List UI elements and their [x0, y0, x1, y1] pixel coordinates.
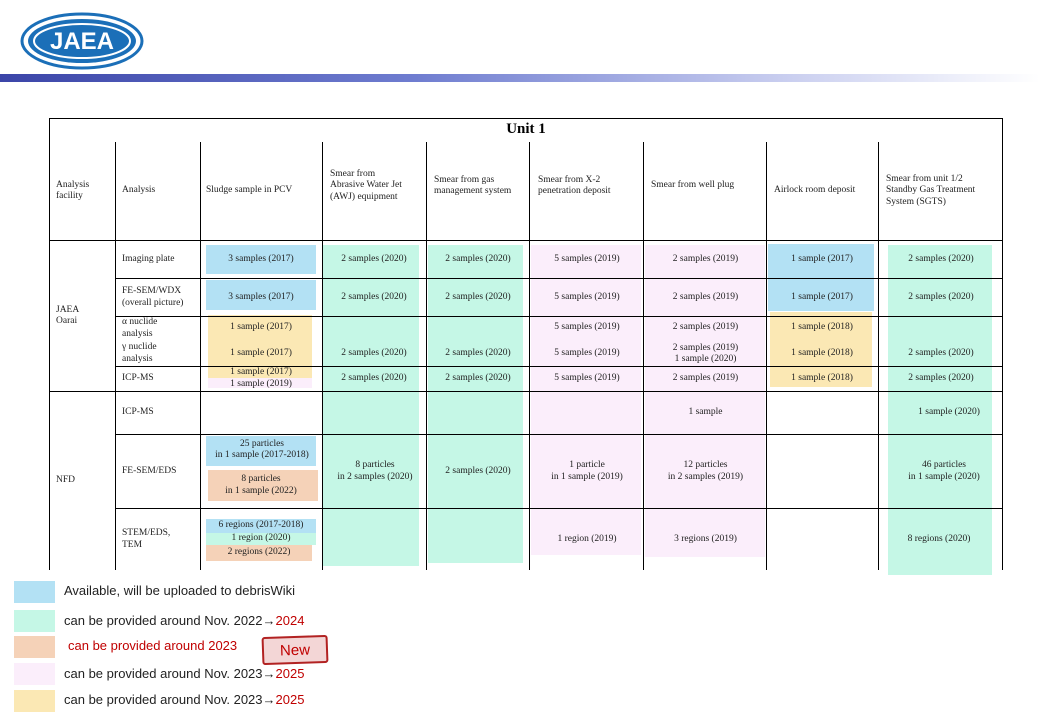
legend-year-5: 2025	[275, 692, 305, 707]
legend-text-2: can be provided around Nov. 2022→	[64, 613, 276, 628]
cell-wdx-sludge: 3 samples (2017)	[228, 291, 294, 302]
legend-swatch-yellow	[14, 690, 55, 712]
legend-item-4: can be provided around Nov. 2023→2025	[64, 666, 304, 681]
analysis-stem: STEM/EDS, TEM	[122, 528, 171, 550]
cell-gamma-gas: 2 samples (2020)	[445, 348, 511, 359]
header-sgts: Smear from unit 1/2 Standby Gas Treatmen…	[886, 174, 976, 207]
cell-eds-gas: 2 samples (2020)	[445, 465, 511, 476]
legend-item-2: can be provided around Nov. 2022→2024	[64, 613, 304, 628]
header-banner	[0, 74, 1040, 82]
legend-year-2: 2024	[275, 613, 305, 628]
cell-imaging-sludge: 3 samples (2017)	[228, 253, 294, 264]
cell-wdx-airlock: 1 sample (2017)	[791, 291, 853, 302]
cell-gamma-x2: 5 samples (2019)	[554, 348, 620, 359]
cell-imaging-plug: 2 samples (2019)	[672, 253, 739, 264]
cell-wdx-plug: 2 samples (2019)	[672, 291, 739, 302]
legend-swatch-green	[14, 610, 55, 632]
cell-gamma-sgts: 2 samples (2020)	[908, 348, 974, 359]
cell-icpms-nfd-sgts: 1 sample (2020)	[918, 407, 980, 418]
cell-alpha-x2: 5 samples (2019)	[554, 322, 620, 333]
cell-stem-sgts: 8 regions (2020)	[907, 533, 971, 544]
analysis-gamma: γ nuclide analysis	[122, 342, 157, 364]
cell-imaging-gas: 2 samples (2020)	[445, 253, 511, 264]
cell-icpms-jaea-gas: 2 samples (2020)	[445, 373, 511, 384]
cell-eds-sgts: 46 particles in 1 sample (2020)	[908, 460, 980, 482]
cell-wdx-x2: 5 samples (2019)	[554, 291, 620, 302]
cell-alpha-sludge: 1 sample (2017)	[230, 322, 292, 333]
new-badge: New	[261, 634, 329, 666]
cell-icpms-nfd-plug: 1 sample	[688, 407, 723, 418]
header-facility: Analysis facility	[56, 179, 90, 201]
header-sludge: Sludge sample in PCV	[206, 185, 293, 196]
table-title: Unit 1	[506, 121, 546, 137]
analysis-icpms-nfd: ICP-MS	[122, 407, 154, 418]
cell-alpha-plug: 2 samples (2019)	[672, 322, 739, 333]
jaea-logo: JAEA	[20, 12, 144, 70]
cell-icpms-jaea-awj: 2 samples (2020)	[341, 373, 407, 384]
analysis-alpha: α nuclide analysis	[122, 317, 158, 339]
header-analysis: Analysis	[122, 185, 156, 196]
cell-wdx-sgts: 2 samples (2020)	[908, 291, 974, 302]
cell-eds-sludge-a: 25 particles in 1 sample (2017-2018)	[215, 438, 309, 460]
facility-jaea: JAEA Oarai	[56, 304, 80, 326]
cell-eds-awj: 8 particles in 2 samples (2020)	[337, 460, 413, 482]
cell-icpms-jaea-airlock: 1 sample (2018)	[791, 373, 853, 384]
cell-wdx-awj: 2 samples (2020)	[341, 291, 407, 302]
cell-icpms-jaea-sludge-b: 1 sample (2019)	[230, 379, 292, 390]
legend-item-5: can be provided around Nov. 2023→2025	[64, 692, 304, 707]
cell-imaging-awj: 2 samples (2020)	[341, 253, 407, 264]
legend-swatch-pink	[14, 663, 55, 685]
legend-text-4: can be provided around Nov. 2023→	[64, 666, 276, 681]
analysis-icpms-jaea: ICP-MS	[122, 373, 154, 384]
header-airlock: Airlock room deposit	[774, 185, 856, 196]
cell-imaging-x2: 5 samples (2019)	[554, 253, 620, 264]
cell-icpms-jaea-sludge-a: 1 sample (2017)	[230, 367, 292, 378]
cell-stem-plug: 3 regions (2019)	[674, 533, 737, 544]
header-awj: Smear from Abrasive Water Jet (AWJ) equi…	[330, 169, 402, 202]
cell-stem-x2: 1 region (2019)	[557, 533, 617, 544]
facility-nfd: NFD	[56, 475, 76, 486]
cell-gamma-sludge: 1 sample (2017)	[230, 348, 292, 359]
cell-gamma-plug: 2 samples (2019) 1 sample (2020)	[672, 342, 739, 364]
analysis-imaging: Imaging plate	[122, 253, 175, 264]
cell-icpms-jaea-sgts: 2 samples (2020)	[908, 373, 974, 384]
cell-gamma-awj: 2 samples (2020)	[341, 348, 407, 359]
cell-imaging-sgts: 2 samples (2020)	[908, 253, 974, 264]
logo-text: JAEA	[50, 28, 114, 55]
cell-eds-plug: 12 particles in 2 samples (2019)	[667, 460, 744, 482]
cell-gamma-airlock: 1 sample (2018)	[791, 348, 853, 359]
cell-wdx-gas: 2 samples (2020)	[445, 291, 511, 302]
legend-text-3: can be provided around 2023	[68, 638, 238, 653]
legend-text-5: can be provided around Nov. 2023→	[64, 692, 276, 707]
cell-imaging-airlock: 1 sample (2017)	[791, 253, 853, 264]
cell-stem-sludge-a: 6 regions (2017-2018)	[218, 520, 304, 531]
legend-swatch-blue	[14, 581, 55, 603]
cell-eds-x2: 1 particle in 1 sample (2019)	[551, 460, 623, 482]
cell-alpha-airlock: 1 sample (2018)	[791, 322, 853, 333]
cell-icpms-jaea-x2: 5 samples (2019)	[554, 373, 620, 384]
legend-year-4: 2025	[275, 666, 305, 681]
analysis-fesem-eds: FE-SEM/EDS	[122, 465, 177, 476]
cell-stem-sludge-c: 2 regions (2022)	[227, 547, 291, 558]
header-plug: Smear from well plug	[651, 180, 735, 191]
cell-eds-sludge-b: 8 particles in 1 sample (2022)	[225, 474, 297, 496]
cell-icpms-jaea-plug: 2 samples (2019)	[672, 373, 739, 384]
legend-text-1: Available, will be uploaded to debrisWik…	[64, 583, 295, 598]
header-gas: Smear from gas management system	[434, 174, 512, 196]
legend-swatch-orange	[14, 636, 55, 658]
cell-stem-sludge-b: 1 region (2020)	[231, 533, 291, 544]
header-x2: Smear from X-2 penetration deposit	[538, 174, 611, 196]
analysis-fesem-wdx: FE-SEM/WDX (overall picture)	[122, 286, 184, 308]
